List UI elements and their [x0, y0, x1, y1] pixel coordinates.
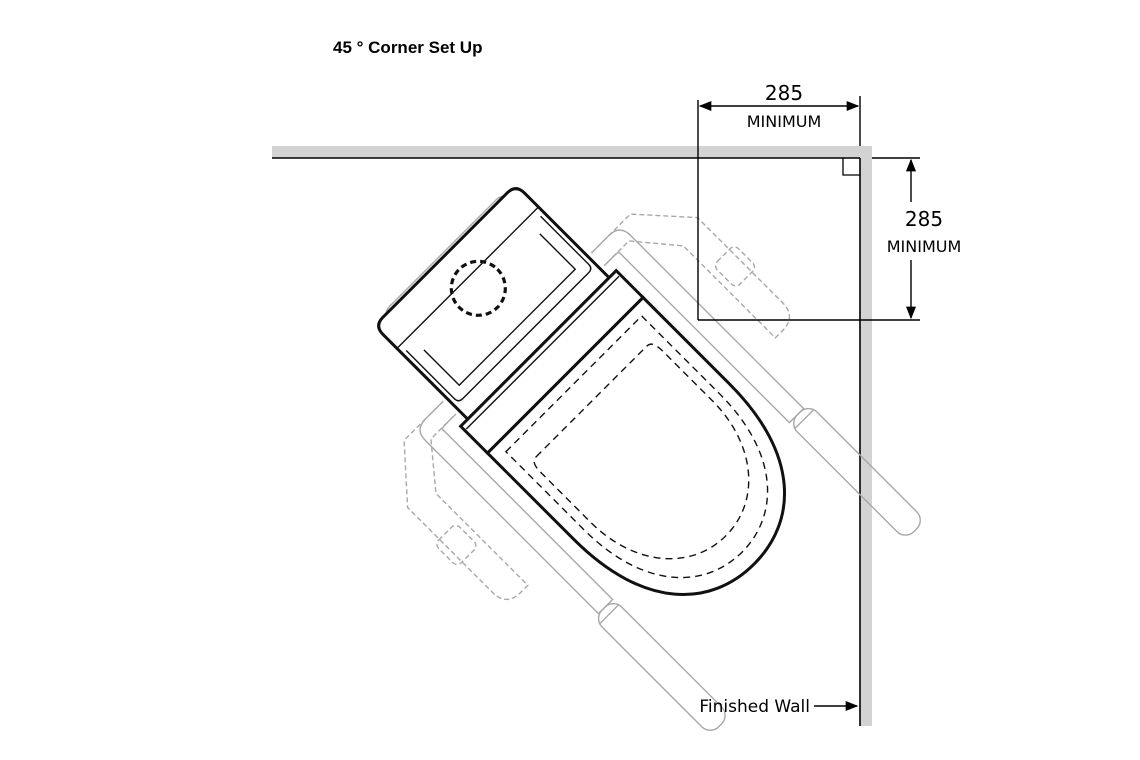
dimension-vertical-value: 285 [905, 207, 943, 231]
toilet-bowl [485, 295, 786, 596]
cistern [377, 187, 612, 422]
dimension-horizontal: 285 MINIMUM [698, 81, 860, 131]
drain-outlet-marker [449, 259, 507, 317]
finished-wall-callout: Finished Wall [699, 697, 859, 717]
dimension-horizontal-value: 285 [765, 81, 803, 105]
right-wall-band [860, 146, 872, 726]
top-wall-band [272, 146, 872, 158]
toilet-assembly [377, 187, 921, 731]
right-angle-marker [842, 158, 860, 176]
grab-rail-left [419, 400, 726, 731]
finished-wall-label: Finished Wall [699, 697, 810, 717]
dimension-vertical-note: MINIMUM [887, 237, 962, 256]
grab-rail-right [590, 229, 921, 536]
grab-rail-right-raised [590, 213, 791, 339]
wall-corner [272, 146, 872, 726]
diagram-title: 45 ° Corner Set Up [333, 38, 482, 57]
dimension-vertical: 285 MINIMUM [878, 158, 974, 320]
dimension-horizontal-note: MINIMUM [747, 112, 822, 131]
grab-rail-left-raised [403, 400, 529, 601]
